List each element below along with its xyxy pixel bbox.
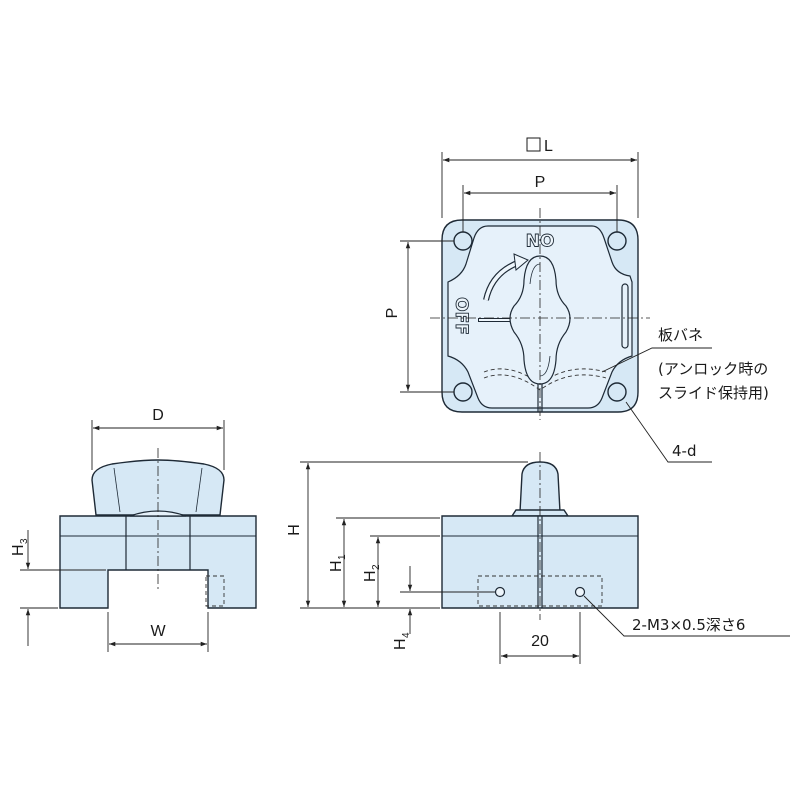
H-label: H bbox=[286, 524, 303, 536]
leaf-spring-note-line2: スライド保持用) bbox=[658, 384, 769, 402]
knob-edge-right bbox=[195, 467, 203, 513]
rotation-arrow-head bbox=[513, 253, 529, 271]
shaft-guides bbox=[125, 516, 191, 570]
svg-text:H: H bbox=[10, 544, 27, 556]
P-vertical-label: P bbox=[384, 308, 401, 319]
shaft-collar bbox=[129, 510, 187, 517]
top-view-callouts: 板バネ (アンロック時の スライド保持用) 4-d bbox=[601, 326, 769, 463]
front-view bbox=[441, 452, 639, 620]
off-engraving: OFF bbox=[451, 297, 471, 335]
P-horizontal-label: P bbox=[535, 174, 546, 191]
H3-label: H 3 bbox=[10, 538, 30, 556]
leaf-spring-leader bbox=[601, 347, 712, 373]
mounting-hole-bottom-right bbox=[607, 382, 627, 402]
svg-text:4: 4 bbox=[401, 632, 412, 638]
D-label: D bbox=[152, 407, 164, 424]
leaf-spring-slot bbox=[621, 283, 629, 349]
square-symbol bbox=[526, 137, 541, 152]
H2-label: H 2 bbox=[362, 564, 382, 582]
H4-label: H 4 bbox=[392, 632, 412, 650]
leaf-spring-label: 板バネ bbox=[658, 326, 703, 344]
W-label: W bbox=[150, 623, 166, 640]
front-view-dimensions: H H 1 H 2 H 4 20 2-M3×0.5深さ6 bbox=[286, 461, 790, 664]
mounting-hole-top-right bbox=[607, 231, 627, 251]
svg-text:H: H bbox=[392, 638, 409, 650]
top-view-dimensions: L P P bbox=[384, 137, 639, 393]
svg-text:2: 2 bbox=[371, 564, 382, 570]
front-view-knob bbox=[519, 461, 561, 513]
svg-text:H: H bbox=[328, 560, 345, 572]
L-label: L bbox=[544, 138, 553, 155]
knob-edge-left bbox=[113, 467, 121, 513]
pitch-label: 20 bbox=[531, 633, 549, 650]
svg-text:H: H bbox=[362, 570, 379, 582]
mounting-hole-bottom-left bbox=[453, 382, 473, 402]
svg-text:3: 3 bbox=[19, 538, 30, 544]
side-view-dimensions: D W H 3 bbox=[10, 407, 225, 652]
holes-leader bbox=[625, 401, 712, 463]
side-view bbox=[59, 448, 257, 609]
svg-text:1: 1 bbox=[337, 554, 348, 560]
H1-label: H 1 bbox=[328, 554, 348, 572]
tapped-holes-label: 2-M3×0.5深さ6 bbox=[632, 616, 745, 634]
leaf-spring-note-line1: (アンロック時の bbox=[658, 360, 768, 378]
tapped-hole-right bbox=[574, 586, 586, 598]
top-view: ON OFF bbox=[430, 208, 650, 420]
mounting-hole-top-left bbox=[453, 231, 473, 251]
tapped-hole-hidden-side bbox=[205, 575, 225, 607]
holes-label: 4-d bbox=[672, 442, 696, 460]
knob-contour bbox=[529, 263, 551, 377]
tapped-holes-leader bbox=[583, 595, 790, 637]
tapped-hole-left bbox=[494, 586, 506, 598]
